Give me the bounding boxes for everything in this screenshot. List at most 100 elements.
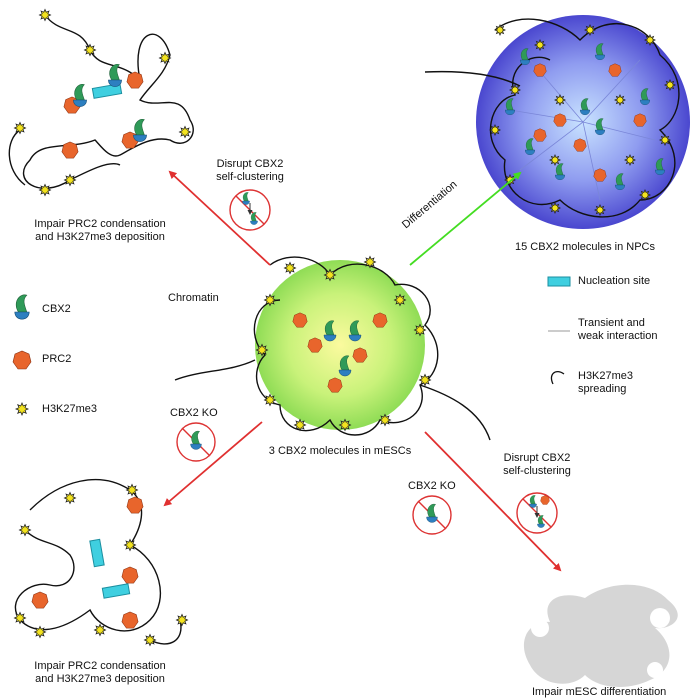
bottom-left-caption-line2: and H3K27me3 deposition — [35, 673, 165, 685]
mesc-condensate — [174, 255, 491, 441]
h3k27me3-icon — [549, 154, 561, 166]
cbx2-icon — [529, 495, 537, 508]
h3k27me3-icon — [175, 613, 189, 627]
cbx2-icon — [639, 88, 651, 105]
h3k27me3-icon — [614, 94, 626, 106]
h3k27me3-icon — [363, 255, 377, 269]
h3k27me3-icon — [584, 24, 596, 36]
prc2-icon — [126, 496, 144, 514]
legend-prc2-label: PRC2 — [42, 353, 72, 365]
prc2-icon — [292, 312, 308, 328]
legend-transient-line2: weak interaction — [578, 330, 658, 342]
top-left-chromatin — [8, 8, 194, 197]
arrow-to-bottom-left — [163, 421, 263, 507]
top-left-caption-line2: and H3K27me3 deposition — [35, 231, 165, 243]
prc2-icon — [540, 495, 550, 505]
h3k27me3-icon — [323, 268, 337, 282]
cbx2-icon — [524, 138, 536, 155]
h3k27me3-icon — [123, 538, 137, 552]
legend-cbx2-label: CBX2 — [42, 303, 71, 315]
cbx2-icon — [338, 355, 352, 377]
legend-nucleation-label: Nucleation site — [578, 275, 651, 287]
h3k27me3-icon — [378, 413, 392, 427]
h3k27me3-icon — [38, 183, 52, 197]
h3k27me3-icon — [38, 8, 52, 22]
cbx2-icon — [323, 320, 337, 342]
prc2-icon — [608, 63, 622, 77]
cbx2-icon — [250, 212, 258, 225]
prc2-icon — [61, 141, 79, 159]
prc2-icon — [307, 337, 323, 353]
cbx2-icon — [654, 158, 666, 175]
nucleation-site-icon — [547, 276, 571, 287]
h3k27me3-icon — [283, 261, 297, 275]
h3k27me3-icon — [63, 491, 77, 505]
prc2-icon — [31, 591, 49, 609]
disrupt-bottom-line1: Disrupt CBX2 — [503, 452, 571, 464]
cbx2-icon — [594, 43, 606, 60]
chromatin-label: Chromatin — [168, 292, 219, 304]
prc2-icon — [633, 113, 647, 127]
cbx2-icon — [242, 192, 250, 205]
h3k27me3-icon — [18, 523, 32, 537]
cbx2-ko-right-label: CBX2 KO — [408, 480, 456, 492]
pathway-arrows — [163, 170, 562, 572]
prc2-icon — [553, 113, 567, 127]
npc-caption: 15 CBX2 molecules in NPCs — [514, 241, 655, 253]
cbx2-icon — [579, 98, 591, 115]
h3k27me3-icon — [93, 623, 107, 637]
disrupt-top-line2: self-clustering — [216, 171, 284, 183]
cbx2-icon — [426, 503, 438, 523]
npc-condensate — [424, 15, 690, 229]
h3k27me3-icon — [293, 418, 307, 432]
h3k27me3-icon — [13, 611, 27, 625]
disrupt-icon-top — [229, 189, 271, 231]
legend-h3k27me3-label: H3K27me3 — [42, 403, 98, 415]
legend-spreading-line1: H3K27me3 — [578, 370, 634, 382]
h3k27me3-icon — [14, 401, 30, 417]
prc2-icon — [352, 347, 368, 363]
h3k27me3-icon — [594, 204, 606, 216]
arrow-to-bottom-right — [424, 431, 562, 572]
legend-right-icons — [547, 276, 571, 385]
h3k27me3-icon — [549, 202, 561, 214]
h3k27me3-icon — [664, 79, 676, 91]
h3k27me3-icon — [63, 173, 77, 187]
cbx2-icon — [190, 430, 202, 450]
h3k27me3-icon — [33, 625, 47, 639]
prc2-icon — [12, 350, 32, 370]
h3k27me3-icon — [418, 373, 432, 387]
cbx2-icon — [614, 173, 626, 190]
prc2-icon — [327, 377, 343, 393]
h3k27me3-icon — [534, 39, 546, 51]
h3k27me3-icon — [83, 43, 97, 57]
prc2-icon — [121, 611, 139, 629]
h3k27me3-icon — [413, 323, 427, 337]
h3k27me3-icon — [13, 121, 27, 135]
spreading-icon — [550, 370, 565, 385]
h3k27me3-icon — [393, 293, 407, 307]
cbx2-ko-left-label: CBX2 KO — [170, 407, 218, 419]
cbx2-icon — [594, 118, 606, 135]
legend-left-icons — [12, 294, 32, 417]
cbx2-icon — [554, 163, 566, 180]
prc2-icon — [533, 128, 547, 142]
h3k27me3-icon — [644, 34, 656, 46]
cbx2-icon — [504, 98, 516, 115]
h3k27me3-icon — [554, 94, 566, 106]
disrupt-top-line1: Disrupt CBX2 — [216, 158, 284, 170]
mesc-caption: 3 CBX2 molecules in mESCs — [268, 445, 412, 457]
bottom-left-caption-line1: Impair PRC2 condensation — [34, 660, 166, 672]
disrupt-bottom-line2: self-clustering — [503, 465, 571, 477]
legend-spreading-line2: spreading — [578, 383, 627, 395]
h3k27me3-icon — [125, 483, 139, 497]
legend-transient-line1: Transient and — [578, 317, 645, 329]
h3k27me3-icon — [639, 189, 651, 201]
h3k27me3-icon — [624, 154, 636, 166]
impaired-cell-blob — [523, 584, 678, 687]
impair-mesc-label: Impair mESC differentiation — [532, 686, 667, 698]
h3k27me3-icon — [263, 293, 277, 307]
top-left-caption-line1: Impair PRC2 condensation — [34, 218, 166, 230]
prc2-icon — [533, 63, 547, 77]
